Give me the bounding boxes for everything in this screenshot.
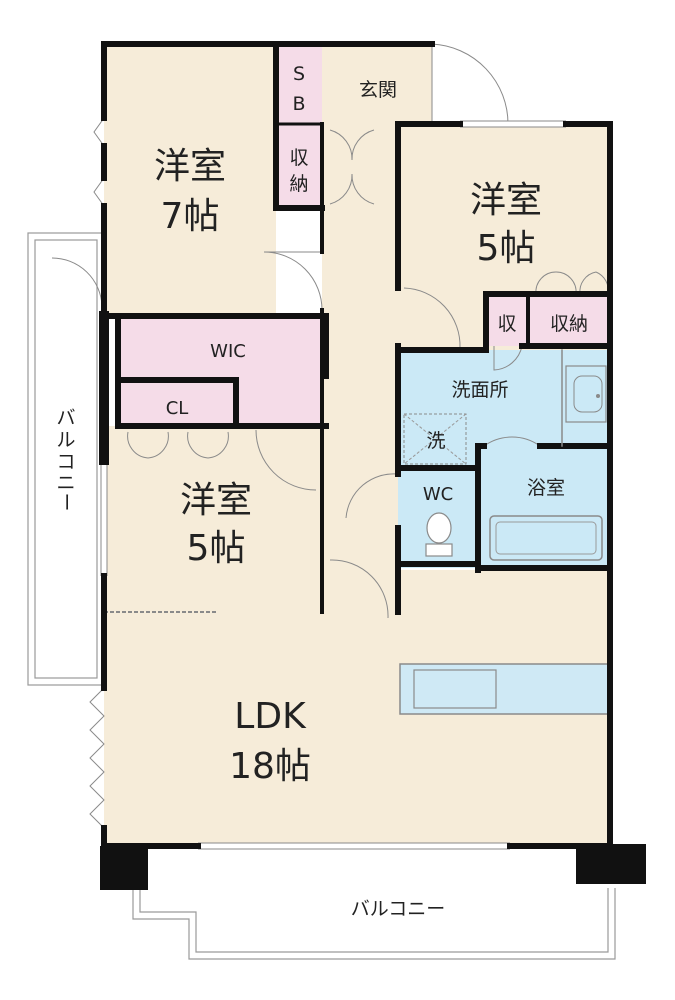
sb-fill (276, 44, 322, 124)
bathroom-label: 浴室 (527, 477, 565, 499)
balcony-bottom-label: バルコニー (351, 898, 446, 920)
labels: 洋室 7帖 洋室 5帖 洋室 5帖 LDK 18帖 S B 玄関 収 納 WIC… (55, 63, 588, 920)
wic-label: WIC (210, 341, 246, 362)
balcony-side-char-3: コ (56, 451, 75, 473)
windows (100, 120, 566, 850)
hallway-fill (322, 124, 398, 620)
ldk-fill (104, 560, 610, 846)
bathtub (489, 515, 603, 561)
cl-label: CL (166, 398, 189, 419)
wc-label: WC (423, 484, 453, 505)
balcony-side-char-1: バ (56, 407, 75, 429)
room-5a-size: 5帖 (477, 228, 536, 269)
storage-small-label: 収 (497, 313, 516, 335)
storage-small-fill (486, 296, 528, 346)
kitchen-sink (413, 669, 497, 709)
storage-v-fill (276, 124, 322, 208)
entrance-fill (322, 44, 432, 124)
wic-fill-2 (236, 380, 324, 426)
room-7-fill (104, 44, 276, 316)
room-7-size: 7帖 (161, 196, 220, 237)
room-fills (104, 44, 610, 846)
sb-label-bottom: B (292, 93, 305, 115)
storage-wide-fill (528, 296, 610, 346)
structural-columns (100, 844, 646, 890)
room-5b-size: 5帖 (187, 528, 246, 569)
room-5b-name: 洋室 (180, 480, 252, 521)
balcony-side-char-4: ニ (56, 472, 75, 494)
sb-label-top: S (293, 63, 305, 85)
balcony-side-char-2: ル (56, 429, 75, 451)
door-swings (51, 43, 609, 829)
toilet-bowl (426, 512, 452, 544)
ldk-size: 18帖 (229, 746, 311, 787)
ldk-name: LDK (234, 696, 307, 737)
fixtures (399, 365, 609, 715)
room-5a-name: 洋室 (470, 180, 542, 221)
storage-wide-label: 収納 (550, 313, 588, 335)
balcony-side-char-5: ー (55, 492, 77, 511)
storage-v-label-bottom: 納 (289, 173, 308, 195)
toilet-tank (425, 543, 453, 557)
washbasin (565, 365, 607, 423)
entrance-label: 玄関 (359, 79, 397, 101)
cl-fill (118, 380, 236, 426)
walls (99, 41, 613, 849)
washer-label: 洗 (426, 430, 445, 452)
storage-v-label-top: 収 (289, 147, 308, 169)
room-5b-fill (104, 426, 326, 612)
wic-fill (118, 318, 324, 380)
washroom-label: 洗面所 (451, 379, 508, 401)
room-7-name: 洋室 (154, 146, 226, 187)
